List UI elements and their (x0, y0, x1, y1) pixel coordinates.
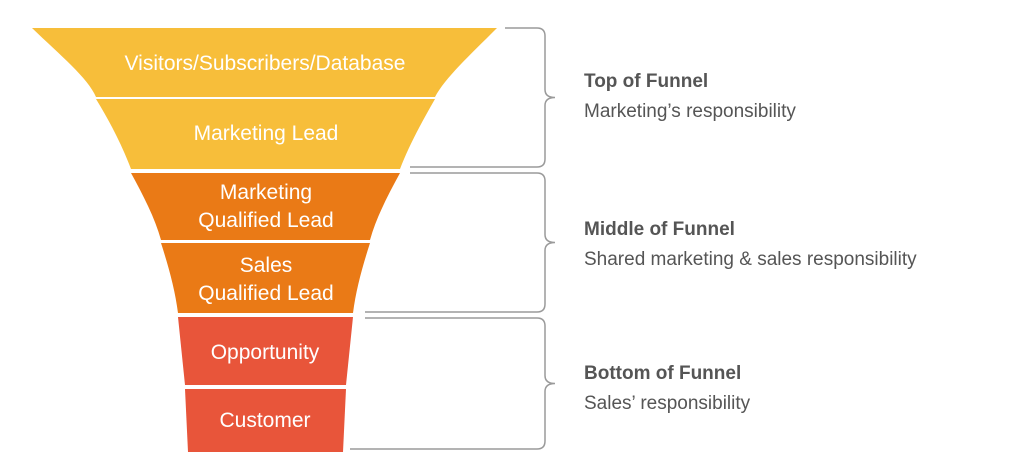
bottom-of-funnel-bracket (350, 317, 556, 450)
funnel-segment-2 (96, 99, 435, 169)
funnel-segment-2-label: Marketing Lead (194, 122, 339, 145)
funnel-segment-5-label: Opportunity (211, 341, 320, 364)
bottom-of-funnel-title: Bottom of Funnel (584, 363, 742, 384)
funnel-segment-4 (161, 243, 370, 313)
funnel-segment-6-label: Customer (219, 409, 310, 432)
funnel-segment-1 (32, 28, 497, 97)
top-of-funnel-title: Top of Funnel (584, 71, 709, 92)
middle-of-funnel-description: Shared marketing & sales responsibility (584, 249, 917, 270)
funnel-segment-4-label: Sales (240, 254, 293, 277)
funnel-segment-4-label: Qualified Lead (198, 282, 333, 305)
funnel-segment-6 (185, 389, 346, 452)
funnel-segment-3 (131, 173, 400, 240)
top-of-funnel-bracket (410, 27, 556, 168)
funnel-segment-3-label: Qualified Lead (198, 209, 333, 232)
funnel-segment-5 (178, 317, 353, 385)
funnel-segment-3-label: Marketing (220, 181, 312, 204)
middle-of-funnel-title: Middle of Funnel (584, 219, 735, 240)
bottom-of-funnel-description: Sales’ responsibility (584, 393, 751, 414)
top-of-funnel-description: Marketing’s responsibility (584, 101, 796, 122)
funnel-segment-1-label: Visitors/Subscribers/Database (125, 52, 406, 75)
middle-of-funnel-bracket (365, 172, 556, 313)
